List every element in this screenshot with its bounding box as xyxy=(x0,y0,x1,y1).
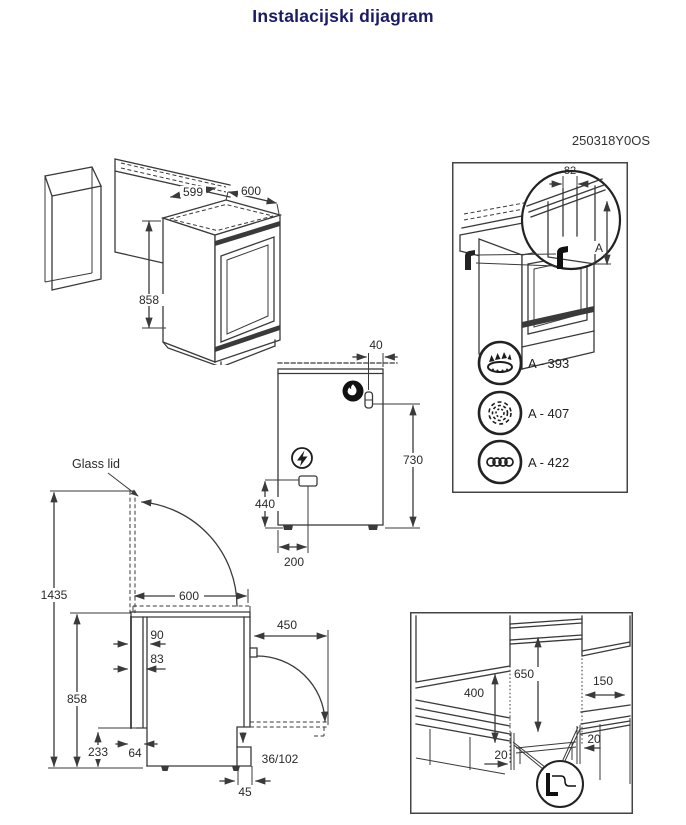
mini-cooker xyxy=(478,238,595,370)
dim-45: 45 xyxy=(219,766,271,799)
dim-200: 200 xyxy=(277,486,309,569)
leader-lines xyxy=(475,253,557,267)
hob-type-label: A - 393 xyxy=(528,356,569,371)
dim-label-200: 200 xyxy=(284,555,304,569)
dim-650: 650 xyxy=(511,636,542,733)
dim-label-450: 450 xyxy=(277,618,297,632)
dim-label-440: 440 xyxy=(255,497,275,511)
dim-1435: 1435 xyxy=(38,491,71,768)
dim-label-233: 233 xyxy=(88,745,108,759)
corner-detail-box: 82 A A - 393 xyxy=(452,162,628,493)
dim-label-height: 858 xyxy=(139,293,159,307)
reference-dotted-lines xyxy=(509,647,583,764)
glass-lid-label: Glass lid xyxy=(72,457,120,471)
dim-858-side: 858 xyxy=(48,612,131,769)
left-cabinet xyxy=(44,166,102,291)
cooker-side-outline xyxy=(130,605,258,771)
counter-behind xyxy=(459,199,545,260)
gas-fitting-icon xyxy=(465,250,475,270)
dim-label-858: 858 xyxy=(67,692,87,706)
dim-440: 440 xyxy=(252,479,299,529)
dim-label-90: 90 xyxy=(150,628,164,642)
isometric-view: 599 600 858 xyxy=(44,158,283,365)
dim-83: 83 xyxy=(113,652,166,673)
page-title: Instalacijski dijagram xyxy=(252,6,434,26)
cooker-isometric xyxy=(160,199,283,365)
gas-connection xyxy=(364,391,374,409)
magnifier-circle: 82 A xyxy=(520,165,622,271)
dim-64: 64 xyxy=(115,740,158,760)
dim-730: 730 xyxy=(373,403,427,529)
dim-label-40: 40 xyxy=(369,340,383,352)
clearance-box-border xyxy=(410,612,633,814)
dim-label-20-right: 20 xyxy=(587,732,601,746)
profile-magnifier xyxy=(536,760,584,808)
dim-label-650: 650 xyxy=(514,667,534,681)
gas-burner-icon xyxy=(487,352,513,373)
dim-600-side: 600 xyxy=(133,589,249,603)
dim-label-400: 400 xyxy=(464,686,484,700)
detail-box-border xyxy=(452,162,628,493)
glass-lid-callout: Glass lid xyxy=(72,457,139,497)
dim-20-left: 20 xyxy=(484,748,509,768)
dim-36-102: 36/102 xyxy=(239,732,299,766)
dim-label-600: 600 xyxy=(179,589,199,603)
dim-label-width: 600 xyxy=(241,184,261,198)
dim-label-36-102: 36/102 xyxy=(262,752,299,766)
dim-label-82: 82 xyxy=(564,165,576,177)
dim-600: 600 xyxy=(225,184,280,215)
door-handle xyxy=(249,647,258,658)
induction-coil-icon xyxy=(486,457,514,467)
dim-label-45: 45 xyxy=(238,785,252,799)
clearance-box: 650 400 150 20 20 xyxy=(410,612,633,814)
dim-90: 90 xyxy=(113,628,166,648)
dim-450: 450 xyxy=(253,618,329,725)
countertops xyxy=(415,699,631,784)
dim-858: 858 xyxy=(134,220,166,329)
hob-type-label: A - 422 xyxy=(528,455,569,470)
hob-type-coil: A - 422 xyxy=(477,439,569,485)
dim-label-1435: 1435 xyxy=(41,588,68,602)
wall-cabinets xyxy=(415,615,631,689)
hob-type-label: A - 407 xyxy=(528,406,569,421)
magnifier-leader-lines xyxy=(512,726,581,775)
electric-bolt-icon xyxy=(291,447,313,469)
rear-view: 40 730 440 200 xyxy=(252,340,427,569)
swirl-burner-icon xyxy=(488,401,512,425)
dim-label-730: 730 xyxy=(403,453,423,467)
dim-233: 233 xyxy=(82,727,143,769)
hob-type-gas: A - 393 xyxy=(477,340,569,386)
product-code: 250318Y0OS xyxy=(571,133,650,148)
gas-flame-icon xyxy=(342,380,364,402)
gas-fitting-magnified-icon xyxy=(557,246,568,269)
dim-label-150: 150 xyxy=(593,674,613,688)
profile-detail-icon xyxy=(546,773,576,796)
open-door xyxy=(250,655,329,737)
dim-400: 400 xyxy=(460,673,499,744)
dim-40: 40 xyxy=(352,340,398,390)
open-lid xyxy=(50,490,238,613)
dim-label-depth: 599 xyxy=(183,185,203,199)
dim-20-right: 20 xyxy=(583,732,601,752)
dim-label-83: 83 xyxy=(150,652,164,666)
hob-type-swirl: A - 407 xyxy=(477,390,569,436)
dim-label-64: 64 xyxy=(128,746,142,760)
dim-599: 599 xyxy=(169,185,217,199)
dim-label-20-left: 20 xyxy=(494,748,508,762)
side-view: Glass lid 1435 858 600 xyxy=(38,457,329,799)
dim-150: 150 xyxy=(584,674,626,699)
dim-label-A: A xyxy=(595,241,603,255)
